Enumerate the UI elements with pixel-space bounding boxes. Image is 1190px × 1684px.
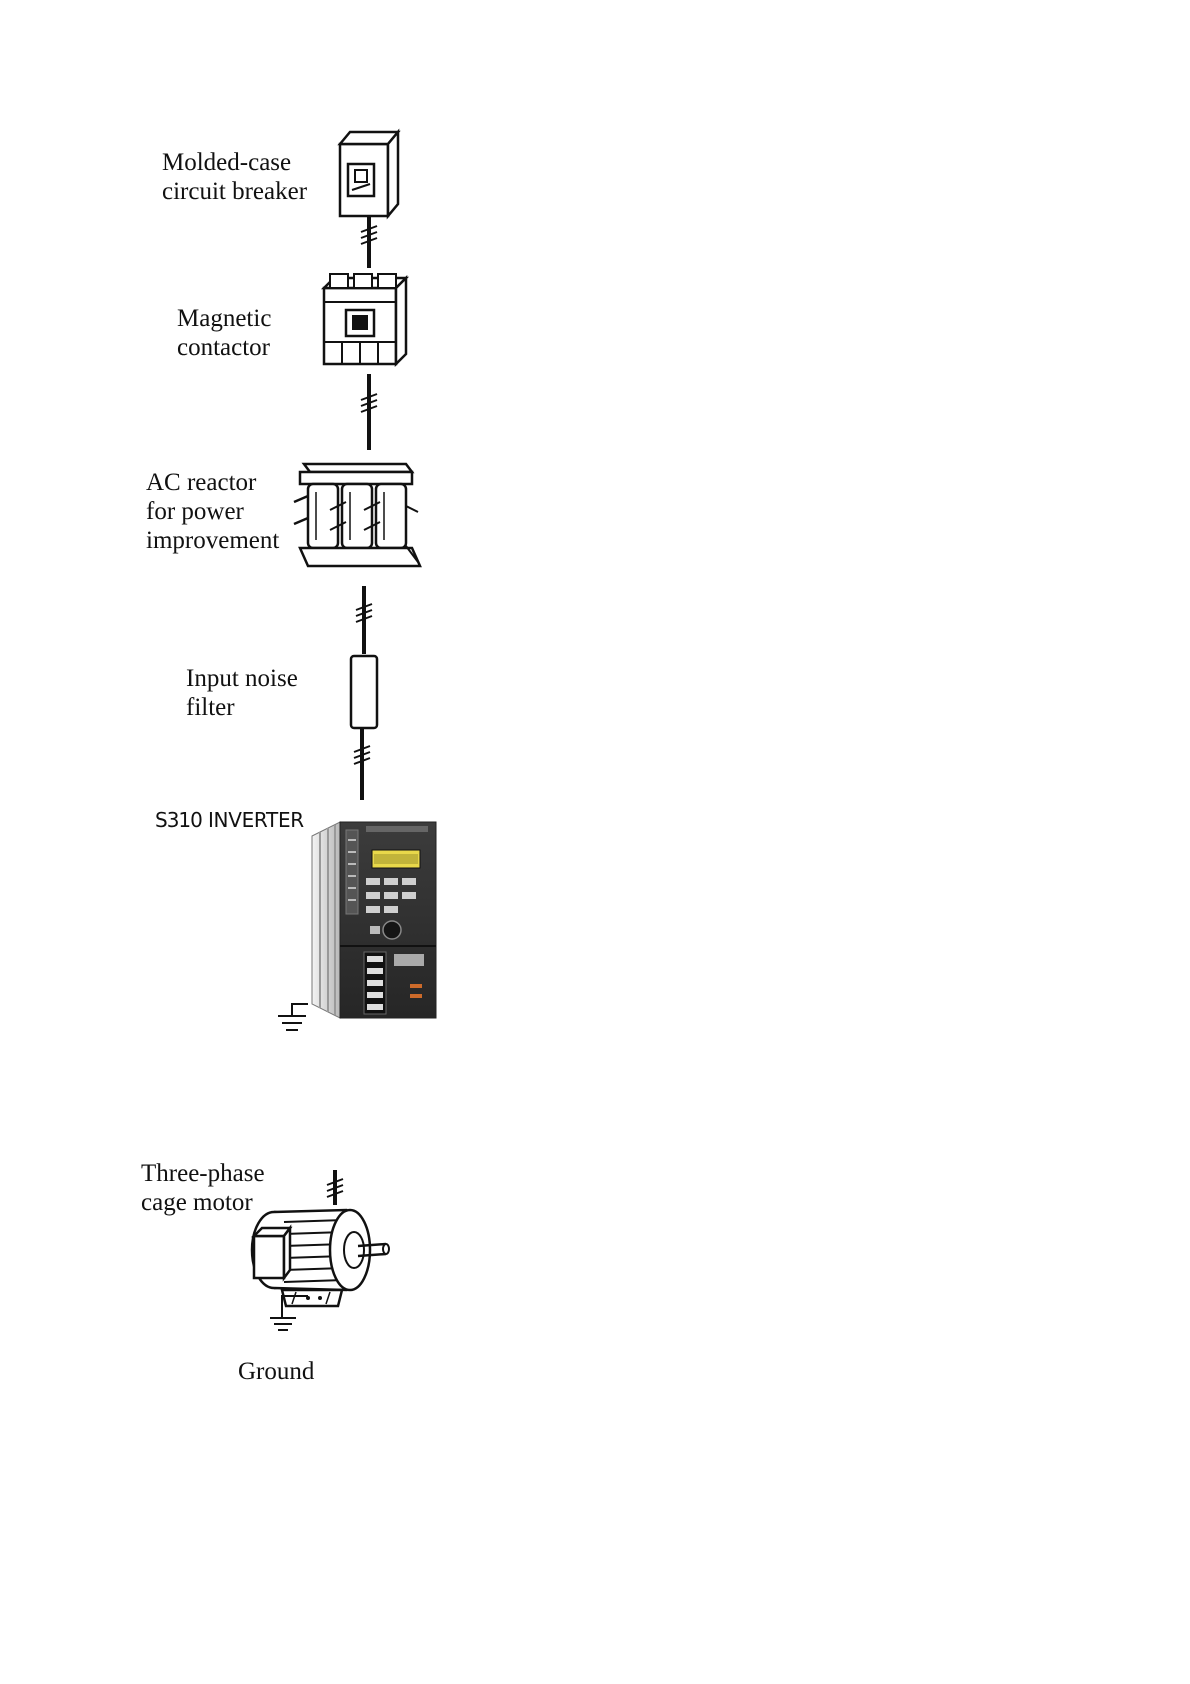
circuit-breaker-icon (336, 128, 402, 218)
inverter-model: S310 (155, 808, 202, 832)
magnetic-contactor-label: Magnetic contactor (177, 304, 271, 362)
noise-filter-label: Input noise filter (186, 664, 298, 722)
magnetic-contactor-icon (320, 272, 412, 370)
inverter-label: S310 INVERTER (155, 808, 304, 832)
ac-reactor-icon (290, 450, 424, 580)
inverter-icon (310, 818, 436, 1018)
circuit-breaker-label: Molded-case circuit breaker (162, 148, 307, 206)
inverter-title: INVERTER (208, 808, 304, 832)
inverter-ground-icon (276, 1000, 310, 1034)
ground-label: Ground (238, 1357, 314, 1386)
ac-reactor-label: AC reactor for power improvement (146, 468, 279, 555)
ground-icon (268, 1294, 312, 1334)
noise-filter-icon (349, 654, 379, 730)
